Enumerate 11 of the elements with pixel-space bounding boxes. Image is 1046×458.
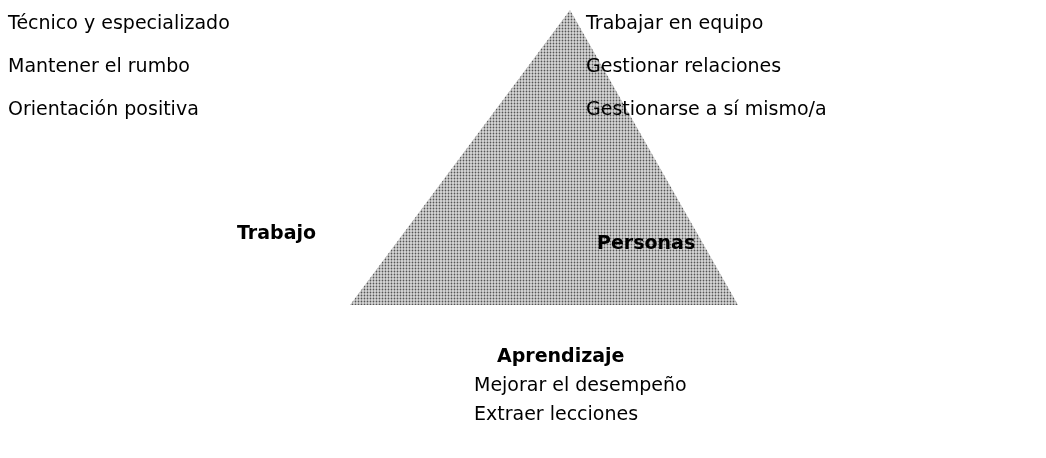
skill-text: Gestionarse a sí mismo/a bbox=[586, 96, 827, 120]
skill-text: Extraer lecciones bbox=[474, 401, 639, 425]
heading: Trabajo bbox=[237, 220, 317, 244]
heading: Aprendizaje bbox=[497, 343, 625, 367]
skill-text: Técnico y especializado bbox=[8, 10, 230, 34]
skill-text: Orientación positiva bbox=[8, 96, 199, 120]
heading: Personas bbox=[597, 230, 696, 254]
skill-text: Mejorar el desempeño bbox=[474, 372, 687, 396]
skill-text: Gestionar relaciones bbox=[586, 53, 782, 77]
skill-text: Trabajar en equipo bbox=[586, 10, 764, 34]
skill-text: Mantener el rumbo bbox=[8, 53, 190, 77]
